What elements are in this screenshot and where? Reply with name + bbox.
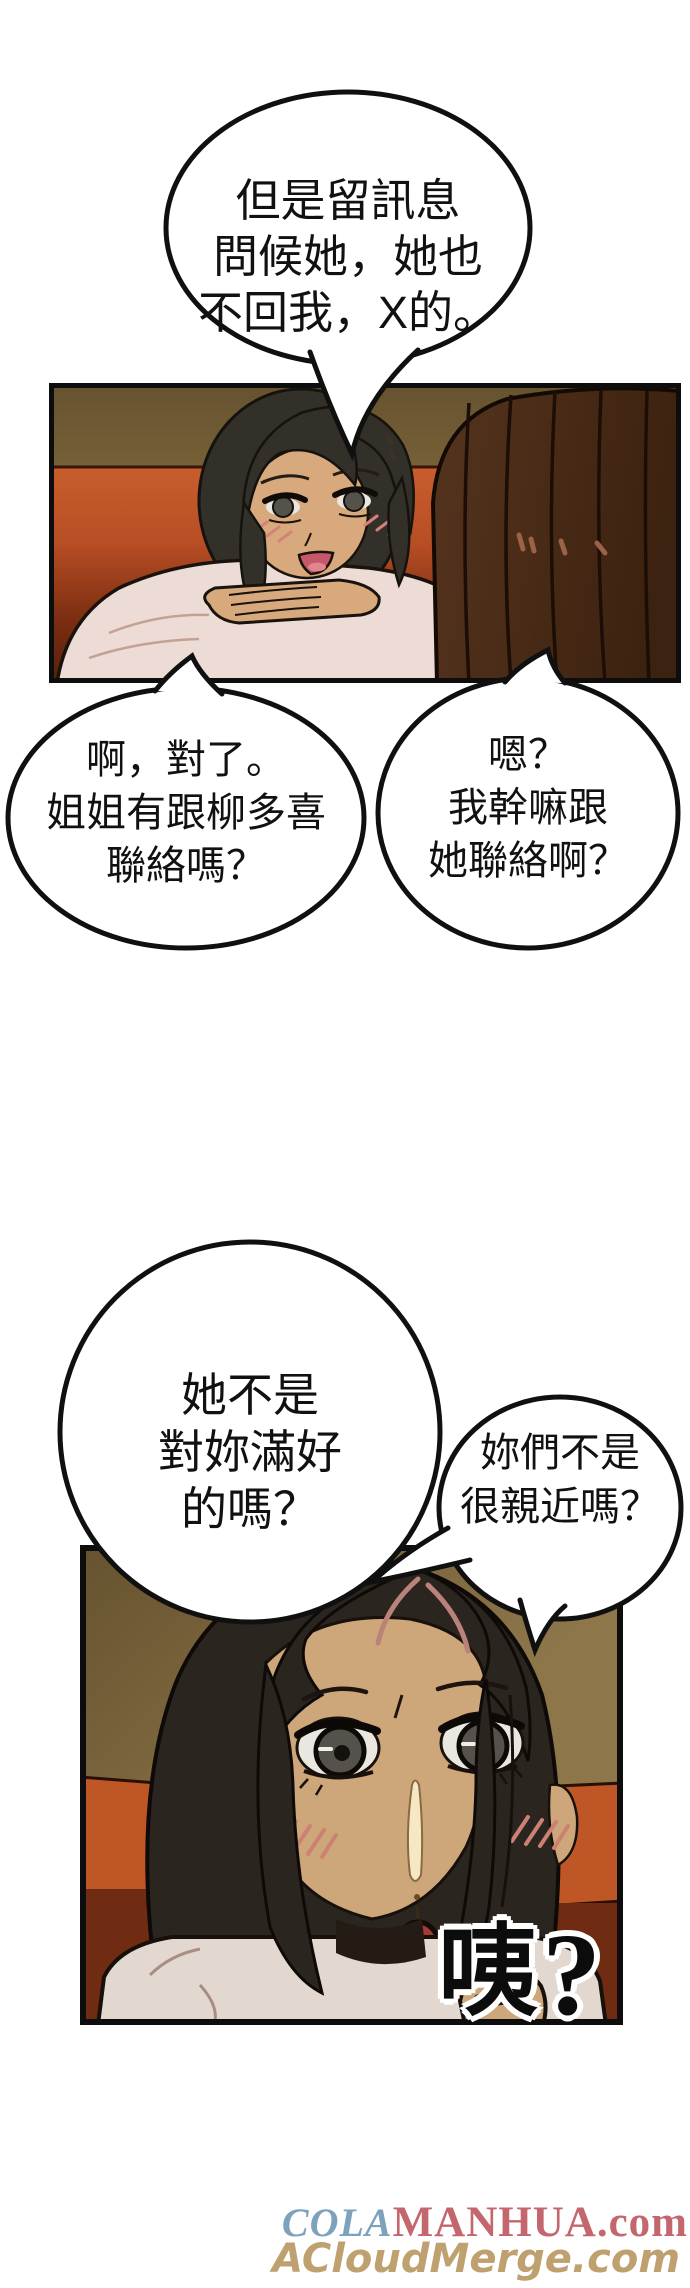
bubble-line: 很親近嗎？ [460,1485,660,1529]
bubble-line: 嗯？ [488,733,568,777]
eyelashes [299,1767,523,1796]
watermark-acloudmerge: ACloudMerge.com [272,2236,680,2282]
left-upper-lid [294,1719,381,1739]
neck-shadow [336,1919,426,1965]
listener-back-of-head [430,386,681,683]
hair-lock-left [256,1659,325,1996]
brow-crease [393,1694,404,1719]
stray-strand [500,1694,515,1908]
bubble-line: 姐姐有跟柳多喜 [46,791,326,835]
shirt-folds [88,613,210,660]
hand-under-chin [203,578,381,625]
bubble-line: 她聯絡啊？ [428,839,628,883]
bubble-3-tail [502,646,568,686]
bubble-1-tail [307,347,421,462]
right-upper-lid [332,486,378,498]
watermark-manhua: MANHUA.com [392,2199,688,2246]
bubble-3-text: 嗯？ 我幹嘛跟 她聯絡啊？ [380,729,676,888]
speech-bubble-5 [360,1392,690,1658]
bubble-1-text: 但是留訊息 問候她，她也 不回我，X的。 [166,173,530,341]
bubble-line: 妳們不是 [480,1431,640,1475]
panel-cafe-conversation [49,383,681,683]
bubble-line: 問候她，她也 [212,231,483,282]
bubble-line: 對妳滿好 [158,1426,342,1478]
bubble-5-text: 妳們不是 很親近嗎？ [430,1426,690,1534]
watermark-cola: COLA [281,2200,393,2245]
finger-lines-2 [474,1987,523,2013]
watermark-line-1: COLAMANHUA.com [282,2198,688,2247]
panel-1-art [49,383,681,683]
speech-bubble-1 [156,82,546,468]
bubble-5-tail-down [517,1597,568,1658]
bubble-line: 她不是 [181,1369,319,1421]
bubble-2-text: 啊，對了。 姐姐有跟柳多喜 聯絡嗎？ [6,734,366,893]
bubble-line: 我幹嘛跟 [448,786,608,830]
bubble-5-shape [436,1394,684,1622]
bubble-line: 但是留訊息 [235,175,461,226]
finger-lines [228,586,322,616]
tongue [308,562,326,572]
bubble-5-tail-left [363,1525,473,1587]
sfx-character: 咦 [438,1916,538,2028]
bubble-line: 聯絡嗎？ [106,844,266,888]
sweat-marks [385,433,396,461]
bubble-line: 啊，對了。 [86,738,286,782]
hand-near-chest [457,1967,548,2025]
hair-streaks [463,390,651,683]
left-upper-lid [262,492,308,504]
sfx-question-mark: ? [542,1909,601,2040]
bubble-4-text: 她不是 對妳滿好 的嗎？ [60,1367,440,1538]
right-iris [343,490,365,512]
nose-highlight [406,1779,424,1882]
bubble-4-shape [57,1239,443,1625]
left-pupil [334,1745,350,1761]
bubble-2-tail [152,652,225,697]
hair-lock-right [445,1678,497,1997]
speech-bubble-3 [374,646,686,956]
bubble-line: 不回我，X的。 [197,287,498,338]
watermark-line-2: ACloudMerge.com [272,2236,680,2282]
hair-highlights [516,532,608,556]
woman-bangs [241,405,415,542]
lower-lids [268,513,372,524]
philtrum-mark [415,1905,420,1919]
eye-highlights [318,1742,476,1751]
bubble-line: 的嗎？ [181,1483,319,1535]
speech-bubble-2 [2,644,374,956]
bang-strands-pink [375,1576,471,1654]
nose-line [304,532,312,547]
nose-tip-dot [414,1894,420,1900]
speech-bubble-4 [54,1236,446,1628]
left-iris [272,496,294,518]
raised-eyebrows [301,1680,509,1702]
sfx-surprise: 咦 ? [438,1909,601,2040]
